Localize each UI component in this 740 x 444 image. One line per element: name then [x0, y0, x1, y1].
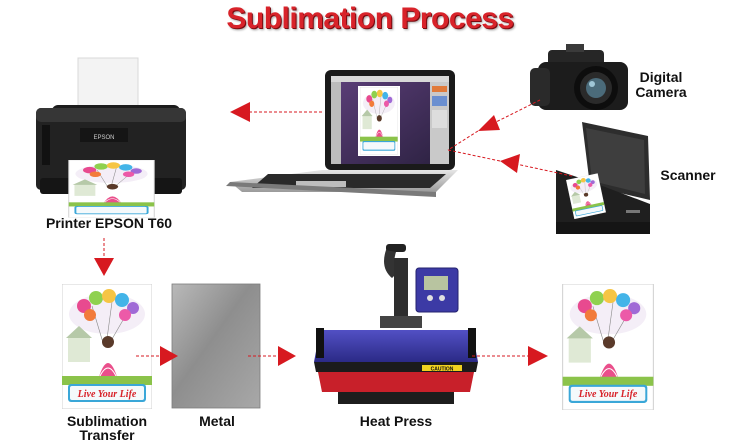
metal-sheet [171, 283, 261, 409]
scanner-label: Scanner [660, 167, 716, 183]
arrow-head-printer-to-transfer [94, 258, 114, 276]
caution-label: CAUTION [431, 367, 454, 373]
arrow-head-laptop-to-printer [230, 102, 250, 122]
heat-press: CAUTION [314, 244, 478, 404]
transfer-label-line1: Sublimation [66, 413, 148, 429]
digital-camera [530, 44, 628, 110]
transfer-label-line2: Transfer [79, 427, 135, 443]
metal-label: Metal [199, 413, 235, 429]
camera-label-line2: Camera [635, 84, 687, 100]
diagram-title: Sublimation Process [226, 2, 514, 35]
heat-press-label: Heat Press [359, 413, 433, 429]
printer-epson: EPSON [36, 57, 186, 218]
transfer-artwork-text: Live Your Life [77, 389, 137, 400]
flow-arrows [94, 99, 573, 366]
arrow-scanner-to-laptop [515, 163, 573, 177]
arrow-camera-to-laptop [491, 99, 541, 125]
printer-label: Printer EPSON T60 [45, 215, 173, 231]
arrow-head-transfer-to-metal [160, 346, 178, 366]
printer-brand-text: EPSON [93, 135, 114, 141]
scanner [556, 122, 650, 234]
camera-label-line1: Digital [639, 69, 683, 85]
final-artwork-text: Live Your Life [578, 389, 638, 400]
arrow-head-press-to-final [528, 346, 548, 366]
arrow-head-camera-to-laptop [478, 115, 500, 131]
laptop [226, 70, 458, 197]
arrow-head-scanner-to-laptop [500, 154, 520, 173]
arrow-head-metal-to-press [278, 346, 296, 366]
